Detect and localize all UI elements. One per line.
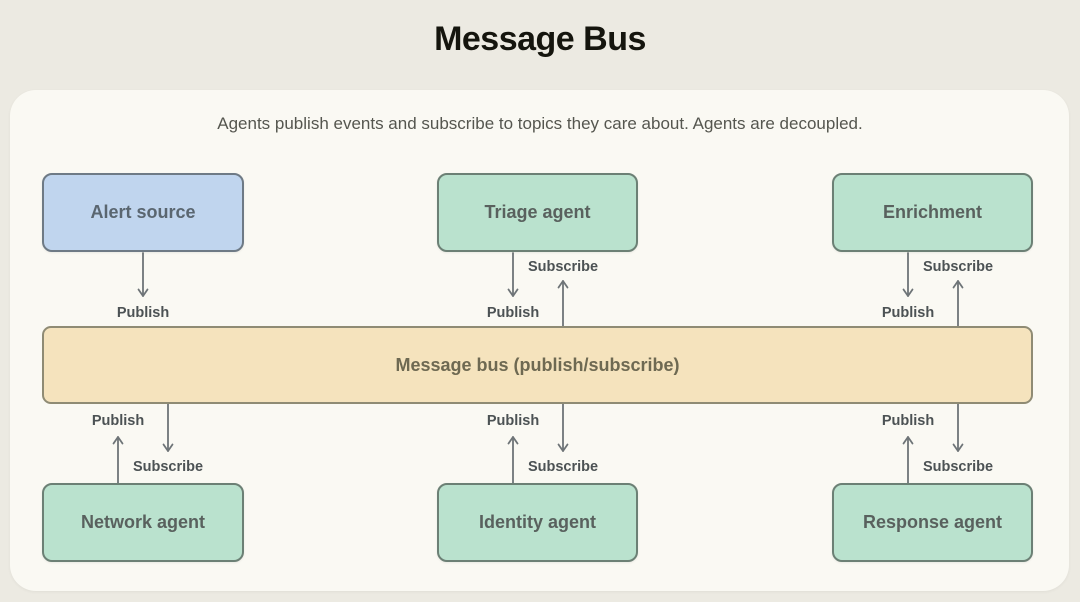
publish-label: Publish: [91, 413, 145, 429]
publish-label: Publish: [486, 413, 540, 429]
node-response-agent: Response agent: [832, 483, 1033, 562]
node-triage-agent: Triage agent: [437, 173, 638, 252]
message-bus-bar: Message bus (publish/subscribe): [42, 326, 1033, 404]
subscribe-label: Subscribe: [527, 459, 599, 475]
publish-label: Publish: [881, 305, 935, 321]
subscribe-label: Subscribe: [132, 459, 204, 475]
publish-label: Publish: [116, 305, 170, 321]
publish-label: Publish: [486, 305, 540, 321]
node-network-agent: Network agent: [42, 483, 244, 562]
node-identity-agent: Identity agent: [437, 483, 638, 562]
publish-label: Publish: [881, 413, 935, 429]
node-enrichment: Enrichment: [832, 173, 1033, 252]
diagram-subtitle: Agents publish events and subscribe to t…: [217, 114, 863, 133]
node-alert-source: Alert source: [42, 173, 244, 252]
subscribe-label: Subscribe: [527, 259, 599, 275]
page-title: Message Bus: [434, 20, 646, 58]
subscribe-label: Subscribe: [922, 259, 994, 275]
subscribe-label: Subscribe: [922, 459, 994, 475]
